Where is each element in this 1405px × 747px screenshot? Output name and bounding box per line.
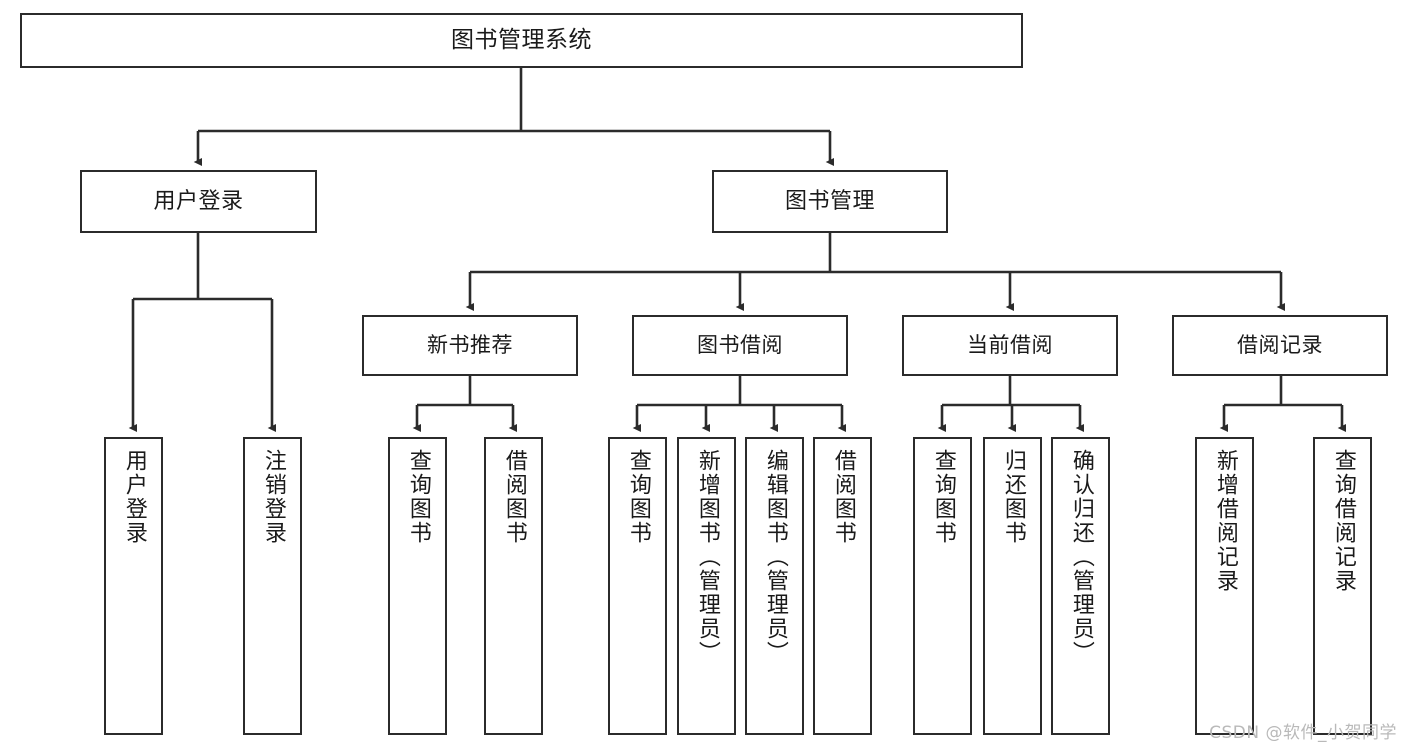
node-leaf-edit-book[interactable]: 编辑图书（管理员） [745, 437, 804, 735]
node-leaf-add-book[interactable]: 新增图书（管理员） [677, 437, 736, 735]
node-label: 确认归还（管理员） [1068, 449, 1094, 665]
node-label: 借阅记录 [1237, 333, 1323, 358]
node-leaf-add-borrow-record[interactable]: 新增借阅记录 [1195, 437, 1254, 735]
node-label: 查询图书 [625, 449, 651, 545]
node-label: 借阅图书 [830, 449, 856, 545]
node-label: 新增图书（管理员） [694, 449, 720, 665]
node-book-management[interactable]: 图书管理 [712, 170, 948, 233]
node-leaf-return-book[interactable]: 归还图书 [983, 437, 1042, 735]
node-label: 查询借阅记录 [1330, 449, 1356, 593]
node-label: 借阅图书 [501, 449, 527, 545]
node-label: 注销登录 [260, 449, 286, 545]
node-leaf-borrow-book[interactable]: 借阅图书 [813, 437, 872, 735]
node-leaf-query-book-recommend[interactable]: 查询图书 [388, 437, 447, 735]
node-current-borrow[interactable]: 当前借阅 [902, 315, 1118, 376]
node-label: 图书借阅 [697, 333, 783, 358]
node-label: 用户登录 [121, 449, 147, 545]
node-new-book-recommend[interactable]: 新书推荐 [362, 315, 578, 376]
node-borrow-record[interactable]: 借阅记录 [1172, 315, 1388, 376]
node-label: 归还图书 [1000, 449, 1026, 545]
node-leaf-user-login[interactable]: 用户登录 [104, 437, 163, 735]
node-leaf-query-book-borrow[interactable]: 查询图书 [608, 437, 667, 735]
node-label: 编辑图书（管理员） [762, 449, 788, 665]
node-label: 用户登录 [153, 188, 244, 214]
node-leaf-confirm-return[interactable]: 确认归还（管理员） [1051, 437, 1110, 735]
node-label: 查询图书 [405, 449, 431, 545]
node-leaf-borrow-book-recommend[interactable]: 借阅图书 [484, 437, 543, 735]
node-label: 查询图书 [930, 449, 956, 545]
node-label: 图书管理 [784, 188, 875, 214]
node-leaf-query-book-current[interactable]: 查询图书 [913, 437, 972, 735]
node-leaf-query-borrow-record[interactable]: 查询借阅记录 [1313, 437, 1372, 735]
node-user-login[interactable]: 用户登录 [80, 170, 317, 233]
node-label: 新增借阅记录 [1212, 449, 1238, 593]
csdn-watermark: CSDN @软件_小贺同学 [1209, 723, 1397, 743]
node-label: 当前借阅 [967, 333, 1053, 358]
node-label: 图书管理系统 [451, 26, 592, 53]
node-book-borrow[interactable]: 图书借阅 [632, 315, 848, 376]
node-leaf-user-logout[interactable]: 注销登录 [243, 437, 302, 735]
node-book-management-system[interactable]: 图书管理系统 [20, 13, 1023, 68]
node-label: 新书推荐 [427, 333, 513, 358]
